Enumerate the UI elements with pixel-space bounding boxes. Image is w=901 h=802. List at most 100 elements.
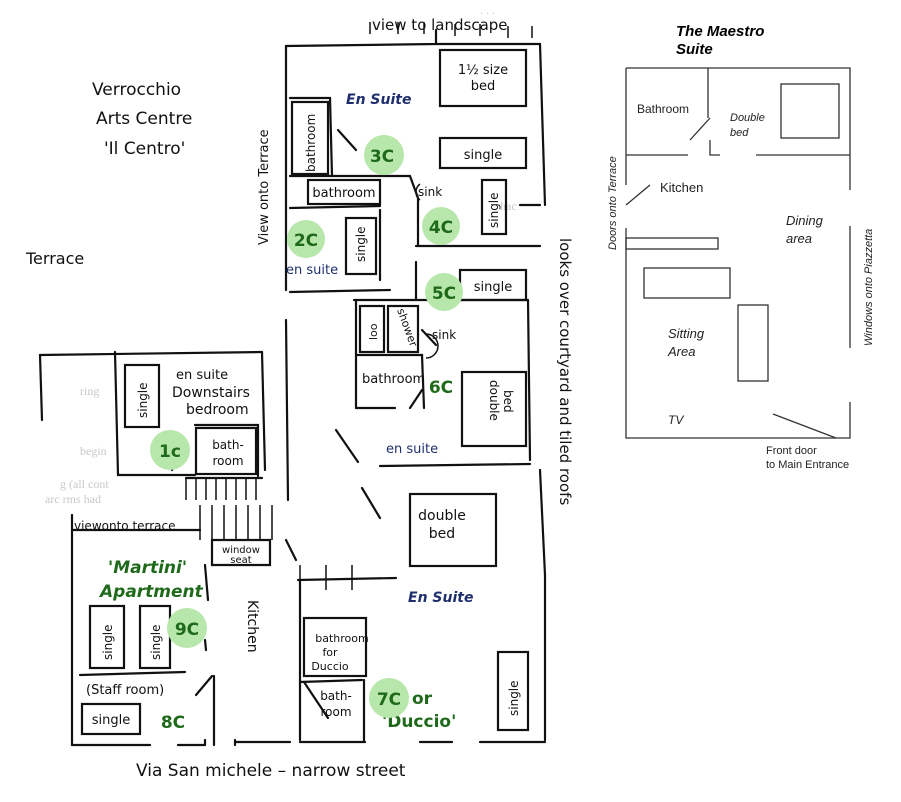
room-1c-marker: 1c (150, 430, 190, 470)
single-bed-8c (80, 702, 142, 736)
duccio-name-label: 'Duccio' (382, 712, 456, 732)
maestro-front-door-2: to Main Entrance (766, 459, 849, 471)
view-terrace-label: View onto Terrace (257, 129, 272, 245)
single-9c-a-label: single (101, 624, 115, 660)
maestro-sitting-2: Area (667, 344, 695, 359)
bathroom-top-label: bathroom (312, 186, 375, 201)
title-line-3: 'Il Centro' (104, 139, 185, 159)
loo-label: loo (367, 323, 380, 340)
en-suite-top-label: En Suite (346, 92, 411, 108)
double-6c-label-1: double (487, 380, 501, 421)
room-7c-label: 7C (377, 690, 401, 710)
room-markers: 3C 2C 4C 5C 6C 1c 9C 7C 8C (150, 135, 463, 733)
maestro-dining-2: area (786, 231, 812, 246)
double-7c-label-2: bed (429, 526, 455, 542)
single-bed-9c-a (88, 604, 126, 670)
double-bed-6c (460, 370, 528, 448)
sink-top-label: sink (418, 185, 442, 199)
bath-room-7c-2: room (320, 705, 351, 719)
svg-text:begin: begin (80, 444, 107, 458)
main-plan-labels: Verrocchio Arts Centre 'Il Centro' Terra… (25, 16, 574, 781)
bathroom-duccio-3: Duccio (311, 660, 349, 673)
maestro-double-2: bed (730, 127, 749, 139)
svg-text:ring: ring (80, 384, 99, 398)
svg-text:g (all cont: g (all cont (60, 477, 109, 491)
title-line-2: Arts Centre (96, 109, 192, 129)
sink-mid-label: sink (432, 328, 456, 342)
bath-room-7c-1: bath- (320, 689, 352, 703)
bed-1half (438, 48, 528, 108)
single-2c-label: single (354, 226, 368, 262)
maestro-kitchen: Kitchen (660, 180, 703, 195)
room-9c-marker: 9C (167, 608, 207, 648)
apartment-label: Apartment (98, 582, 204, 602)
double-bed-7c (408, 492, 498, 568)
room-7c-marker: 7C (369, 678, 409, 718)
view-onto-terrace-lower-label: viewonto terrace (74, 519, 176, 533)
bathroom-duccio-1: bathroom (315, 632, 368, 645)
single-8c-label: single (92, 713, 131, 728)
title-line-1: Verrocchio (92, 80, 181, 100)
room-2c-marker: 2C (287, 220, 325, 258)
kitchen-label: Kitchen (244, 600, 260, 653)
shower-label: shower (394, 307, 420, 349)
maestro-suite-plan: The Maestro Suite Bathroom Double bed Ki… (607, 23, 875, 471)
bathroom-1c (194, 426, 258, 476)
view-landscape-label: view to landscape (372, 16, 508, 34)
bath-room-1c-1: bath- (212, 438, 244, 452)
single-4c-label: single (487, 192, 501, 228)
bath-room-1c-2: room (212, 454, 243, 468)
bathroom-top (306, 178, 382, 206)
main-plan-furniture: 1½ size bed bathroom single bathroom sin… (80, 48, 530, 736)
maestro-windows-piazzetta: Windows onto Piazzetta (863, 229, 875, 346)
single-bed-3c (438, 136, 528, 170)
single-9c-b-label: single (149, 624, 163, 660)
room-5c-marker: 5C (425, 273, 463, 311)
en-suite-1c-label: en suite (176, 368, 228, 383)
bed-1half-label-2: bed (471, 79, 496, 94)
svg-text:hac: hac (500, 199, 517, 213)
main-plan-walls (38, 22, 547, 747)
maestro-title-2: Suite (676, 41, 713, 58)
bed-1half-label-1: 1½ size (458, 63, 508, 78)
street-label: Via San michele – narrow street (136, 761, 406, 781)
maestro-bathroom: Bathroom (637, 102, 689, 116)
room-1c-label: 1c (159, 442, 181, 462)
en-suite-2c-label: en suite (286, 263, 338, 278)
staff-room-label: (Staff room) (86, 683, 164, 698)
window-seat-label-2: seat (230, 555, 251, 566)
room-4c-label: 4C (429, 218, 453, 238)
maestro-doors-terrace: Doors onto Terrace (607, 156, 619, 250)
room-4c-marker: 4C (422, 207, 460, 245)
bathroom-2c-box (290, 100, 330, 176)
single-7c-label: single (507, 680, 521, 716)
single-5c-label: single (474, 280, 513, 295)
single-bed-7c (496, 650, 530, 732)
maestro-title-1: The Maestro (676, 23, 764, 40)
shower-box (386, 304, 420, 354)
downstairs-label: Downstairs (172, 385, 250, 401)
faded-background-text: . . . ring begin g (all cont arc rms had… (45, 3, 517, 506)
martini-label: 'Martini' (108, 558, 187, 578)
room-6c-label: 6C (429, 378, 453, 398)
room-8c-label: 8C (161, 713, 185, 733)
terrace-label: Terrace (25, 249, 84, 268)
bathroom-vertical-label: bathroom (304, 114, 318, 172)
maestro-sitting-1: Sitting (668, 326, 705, 341)
window-seat-label-1: window (222, 545, 260, 556)
loo-box (358, 304, 386, 354)
looks-over-label: looks over courtyard and tiled roofs (556, 238, 574, 505)
single-bed-4c (480, 178, 508, 236)
maestro-tv: TV (668, 413, 684, 427)
bathroom-6c-label: bathroom (362, 372, 425, 387)
double-6c-label-2: bed (501, 390, 515, 413)
svg-text:. . .: . . . (480, 3, 495, 17)
single-bed-2c (344, 216, 378, 276)
single-3c-label: single (464, 148, 503, 163)
room-3c-label: 3C (370, 147, 394, 167)
room-3c-marker: 3C (364, 135, 404, 175)
maestro-double-1: Double (730, 112, 765, 124)
duccio-or-label: or (412, 689, 433, 709)
maestro-dining-1: Dining (786, 213, 824, 228)
